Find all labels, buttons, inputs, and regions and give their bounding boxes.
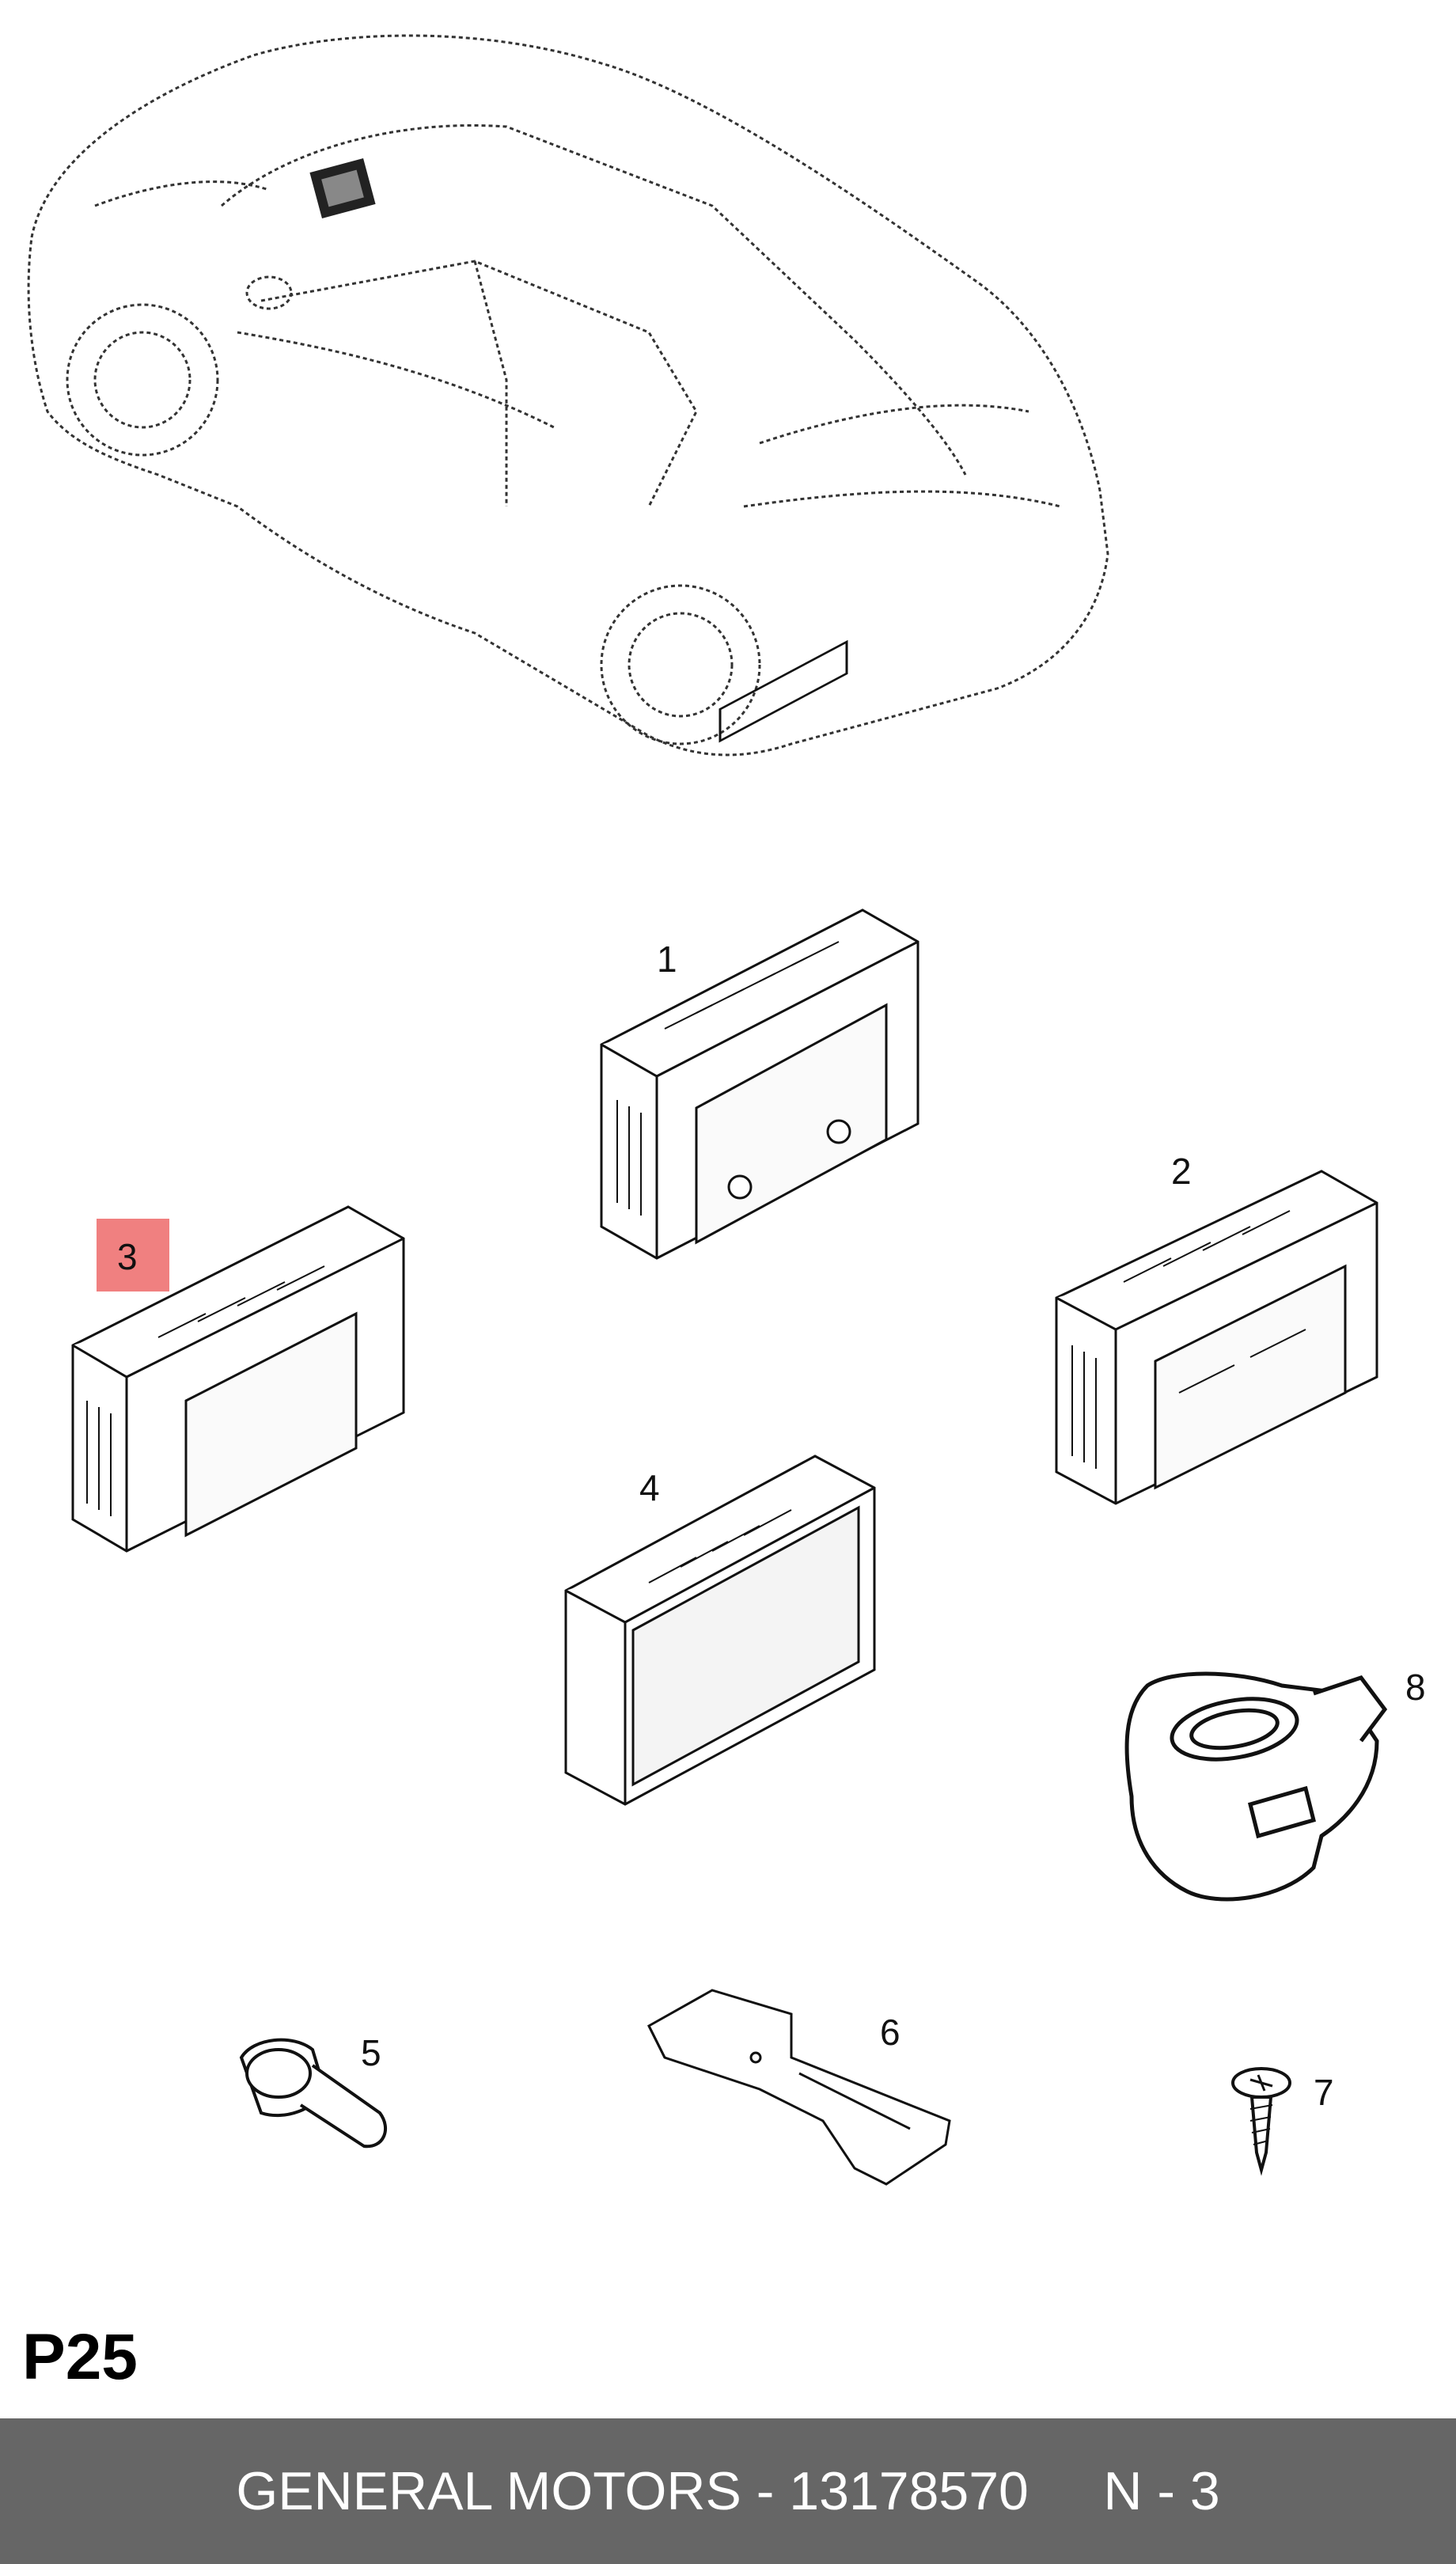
- part-label-7: 7: [1314, 2072, 1334, 2113]
- part-5-bulb-socket: [239, 2038, 388, 2149]
- footer-quantity: N - 3: [1103, 2461, 1220, 2521]
- footer-bar: GENERAL MOTORS - 13178570 N - 3: [0, 2418, 1456, 2564]
- part-label-6: 6: [880, 2012, 901, 2053]
- footer-brand-part: GENERAL MOTORS - 13178570: [236, 2461, 1029, 2521]
- part-8-connector-housing: [1124, 1671, 1388, 1902]
- part-3-highlight-badge: [97, 1219, 169, 1291]
- module-location-marker: [309, 157, 376, 219]
- part-2-display-module: [1055, 1170, 1378, 1505]
- part-4-display-module: [564, 1455, 876, 1806]
- part-label-8: 8: [1405, 1667, 1426, 1708]
- part-7-screw: [1231, 2067, 1291, 2176]
- part-6-bracket: [647, 1989, 951, 2186]
- part-label-4: 4: [639, 1467, 660, 1508]
- part-label-5: 5: [361, 2032, 381, 2073]
- part-label-1: 1: [657, 939, 677, 980]
- part-1-display-module: [600, 639, 919, 1260]
- part-label-2: 2: [1171, 1151, 1192, 1192]
- part-label-3: 3: [117, 1236, 138, 1277]
- footer-spacer: [1029, 2460, 1103, 2522]
- part-3-display-module: [71, 1205, 405, 1553]
- vehicle-outline: [27, 34, 1109, 757]
- page-code: P25: [22, 2321, 138, 2393]
